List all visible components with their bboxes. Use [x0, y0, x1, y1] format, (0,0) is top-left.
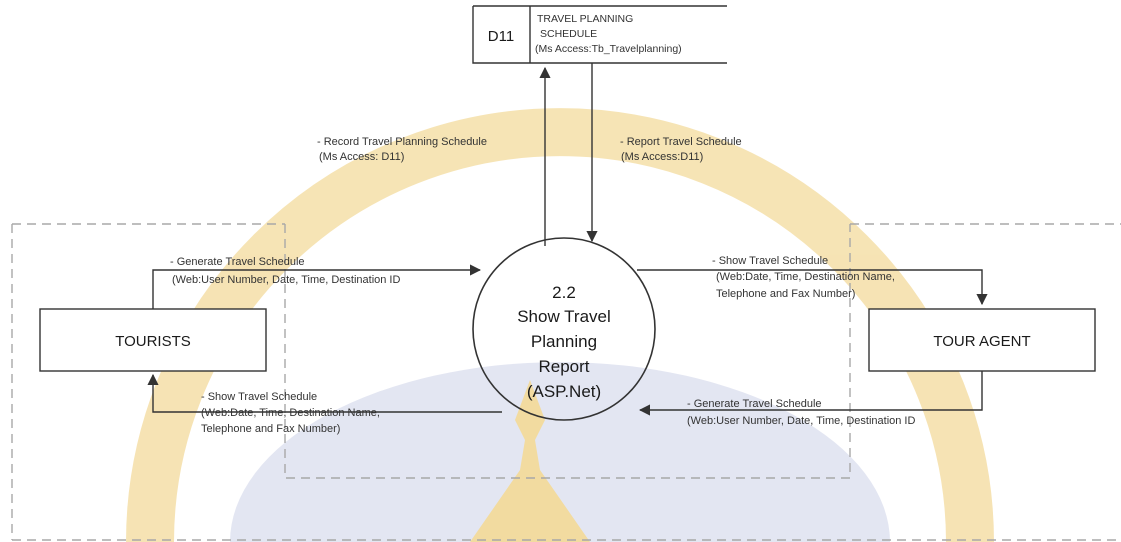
flow-tourist-show-line2: (Web:Date, Time, Destination Name, — [201, 407, 380, 419]
process-number: 2.2 — [552, 283, 576, 302]
entity-tourists: TOURISTS — [39, 308, 267, 372]
flow-tourist-show-arrow — [147, 373, 502, 413]
process-name-line2: Planning — [531, 332, 597, 351]
flow-tourist-show-line1: - Show Travel Schedule — [201, 391, 317, 403]
data-store-source: (Ms Access:Tb_Travelplanning) — [535, 43, 682, 55]
process-name-line3: Report — [538, 357, 589, 376]
flow-tourist-generate-line2: (Web:User Number, Date, Time, Destinatio… — [172, 274, 400, 286]
entity-tour-agent: TOUR AGENT — [868, 308, 1096, 372]
flow-agent-generate-line1: - Generate Travel Schedule — [687, 398, 822, 410]
process-name-line1: Show Travel — [517, 307, 611, 326]
data-store-name-line1: TRAVEL PLANNING — [537, 13, 633, 25]
flow-agent-generate-line2: (Web:User Number, Date, Time, Destinatio… — [687, 415, 915, 427]
process-name-line4: (ASP.Net) — [527, 382, 601, 401]
flow-tourist-generate-arrow — [152, 264, 482, 309]
flow-report-label-line1: - Report Travel Schedule — [620, 136, 742, 148]
flow-record-label-line2: (Ms Access: D11) — [319, 151, 404, 163]
system-boundary-left — [11, 223, 1121, 541]
data-store-name-line2: SCHEDULE — [540, 28, 597, 40]
entity-tourists-label: TOURISTS — [115, 333, 191, 350]
flow-agent-show-arrow — [637, 269, 988, 306]
flow-report-label-line2: (Ms Access:D11) — [621, 151, 703, 163]
entity-tour-agent-label: TOUR AGENT — [933, 333, 1030, 350]
flow-tourist-show-line3: Telephone and Fax Number) — [201, 423, 340, 435]
flow-tourist-generate-line1: - Generate Travel Schedule — [170, 256, 305, 268]
flow-agent-generate-arrow — [638, 371, 983, 416]
process-2-2: 2.2 Show Travel Planning Report (ASP.Net… — [472, 237, 656, 421]
data-store-d11: D11 TRAVEL PLANNING SCHEDULE (Ms Access:… — [472, 5, 727, 64]
data-store-id: D11 — [488, 28, 514, 45]
flow-agent-show-line2: (Web:Date, Time, Destination Name, — [716, 271, 895, 283]
flow-agent-show-line1: - Show Travel Schedule — [712, 255, 828, 267]
flow-record-label-line1: - Record Travel Planning Schedule — [317, 136, 487, 148]
flow-agent-show-line3: Telephone and Fax Number) — [716, 288, 855, 300]
